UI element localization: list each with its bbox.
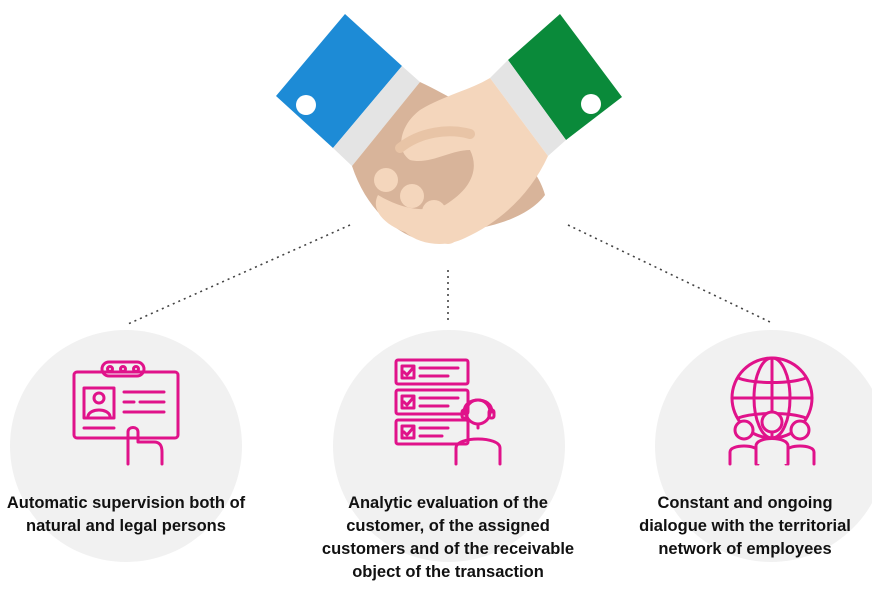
- checklist-agent-icon: [394, 358, 502, 466]
- item-1-caption: Automatic supervision both of natural an…: [6, 494, 246, 535]
- globe-team-icon: [728, 356, 816, 466]
- blue-sleeve-icon: [276, 14, 420, 166]
- hands-icon: [352, 78, 548, 244]
- id-card-icon: [72, 360, 180, 466]
- green-sleeve-icon: [490, 14, 622, 156]
- connector-lines: [127, 224, 771, 325]
- item-3-caption: Constant and ongoing dialogue with the t…: [639, 494, 851, 558]
- item-2-caption: Analytic evaluation of the customer, of …: [321, 494, 575, 581]
